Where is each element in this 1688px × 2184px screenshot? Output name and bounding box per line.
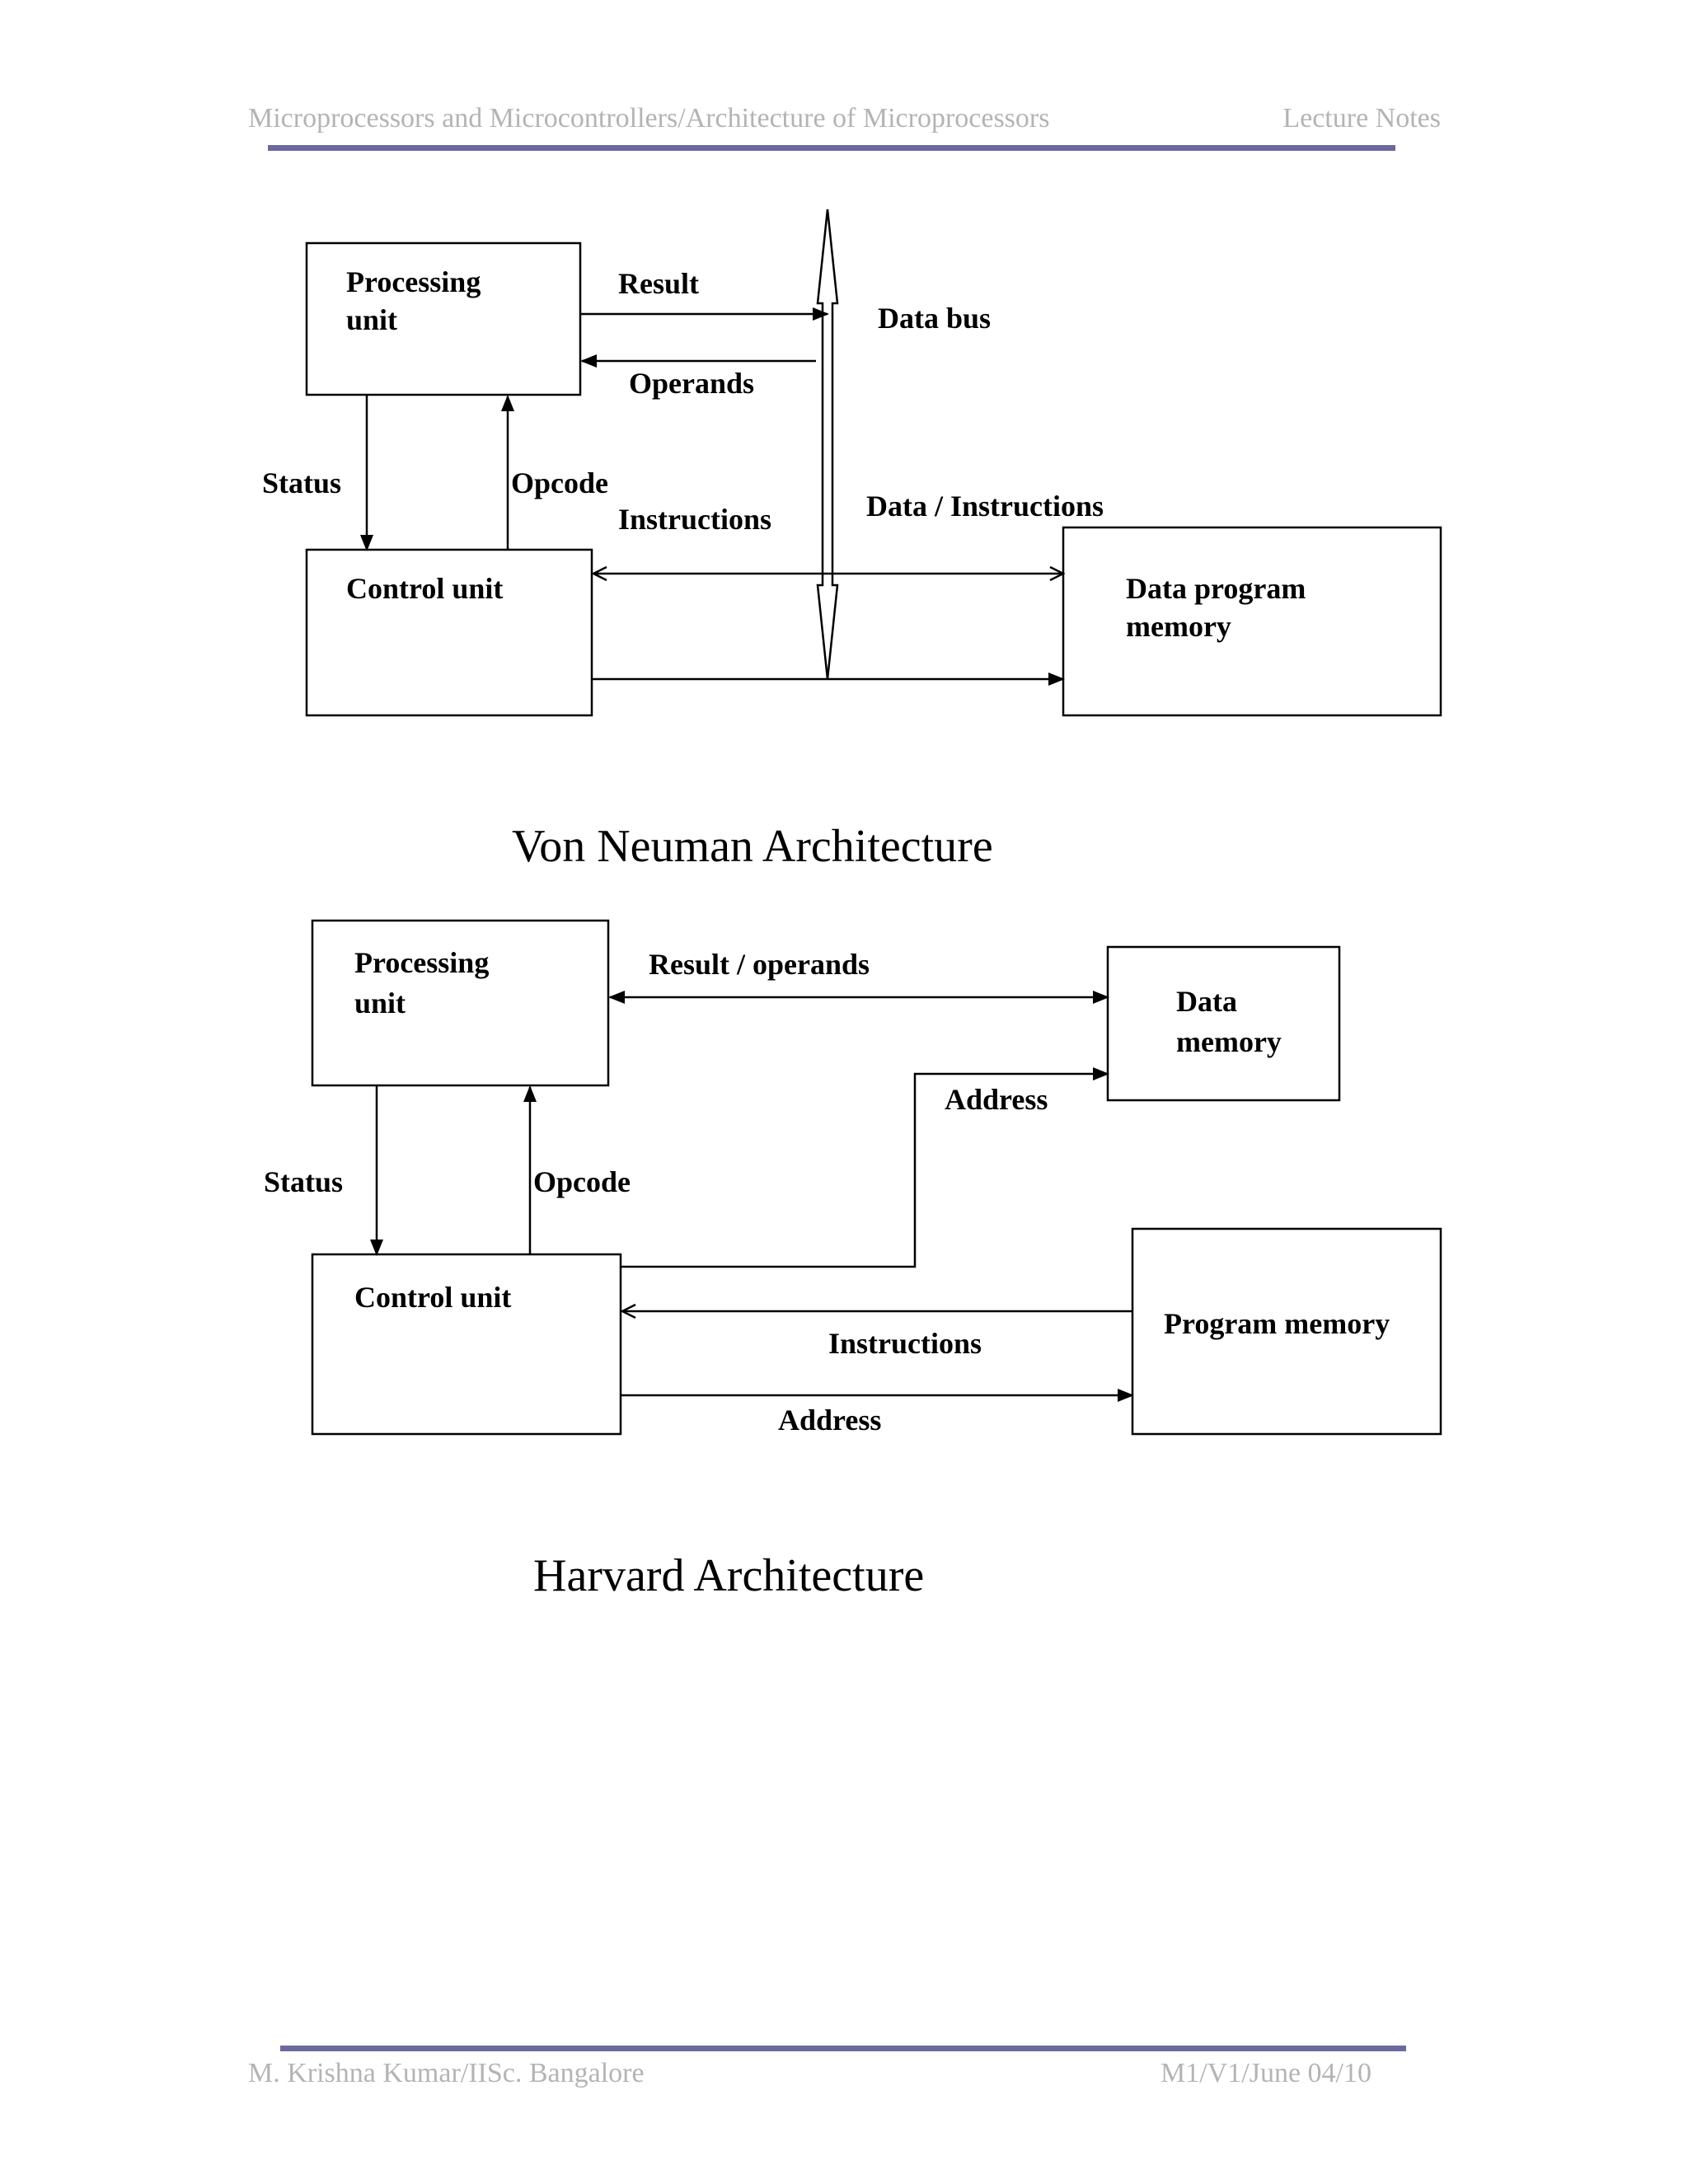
footer-version: M1/V1/June 04/10: [1160, 2058, 1372, 2088]
vn-processing-unit-box: [305, 241, 582, 396]
hv-program-memory-box: [1131, 1227, 1442, 1436]
hv-instructions-label: Instructions: [828, 1327, 982, 1360]
vn-processing-unit-label-2: unit: [346, 303, 397, 336]
vn-control-unit-label: Control unit: [346, 572, 503, 605]
header-doc-type: Lecture Notes: [1282, 103, 1441, 134]
hv-control-unit-label: Control unit: [354, 1281, 511, 1314]
vn-data-instructions-label: Data / Instructions: [866, 490, 1104, 523]
vn-memory-box: [1062, 526, 1442, 717]
hv-data-memory-label-1: Data: [1176, 985, 1237, 1018]
vn-opcode-label: Opcode: [511, 466, 608, 499]
hv-processing-unit-label-1: Processing: [354, 946, 489, 979]
hv-control-unit-box: [311, 1253, 622, 1436]
hv-data-memory-box: [1106, 945, 1341, 1102]
vn-control-unit-box: [305, 548, 593, 717]
hv-program-memory-label: Program memory: [1164, 1307, 1390, 1340]
hv-status-label: Status: [264, 1165, 343, 1198]
vn-result-label: Result: [618, 267, 699, 300]
hv-data-address-arrow: [621, 1067, 1109, 1268]
hv-result-operands-label: Result / operands: [649, 948, 870, 981]
vn-memory-label-2: memory: [1126, 610, 1231, 643]
hv-opcode-label: Opcode: [533, 1165, 631, 1198]
hv-data-address-label: Address: [945, 1083, 1048, 1116]
vn-memory-label-1: Data program: [1126, 572, 1306, 605]
vn-data-bus-arrow: [816, 209, 839, 680]
hv-processing-unit-label-2: unit: [354, 987, 406, 1019]
vn-operands-label: Operands: [629, 367, 754, 400]
von-neuman-title: Von Neuman Architecture: [512, 821, 993, 872]
header-course-path: Microprocessors and Microcontrollers/Arc…: [248, 103, 1049, 134]
vn-processing-unit-label-1: Processing: [346, 265, 481, 298]
hv-data-memory-label-2: memory: [1176, 1025, 1282, 1058]
vn-data-bus-label: Data bus: [878, 302, 991, 335]
harvard-title: Harvard Architecture: [533, 1550, 924, 1601]
vn-instructions-label: Instructions: [618, 503, 771, 536]
vn-status-label: Status: [262, 466, 341, 499]
footer-rule: [280, 2046, 1406, 2051]
harvard-diagram: Processing unit Data memory Control unit…: [264, 919, 1442, 1436]
footer-author: M. Krishna Kumar/IISc. Bangalore: [248, 2058, 645, 2088]
von-neuman-diagram: Processing unit Control unit Data progra…: [262, 209, 1442, 717]
header-rule: [268, 145, 1395, 151]
hv-program-address-label: Address: [778, 1404, 881, 1436]
